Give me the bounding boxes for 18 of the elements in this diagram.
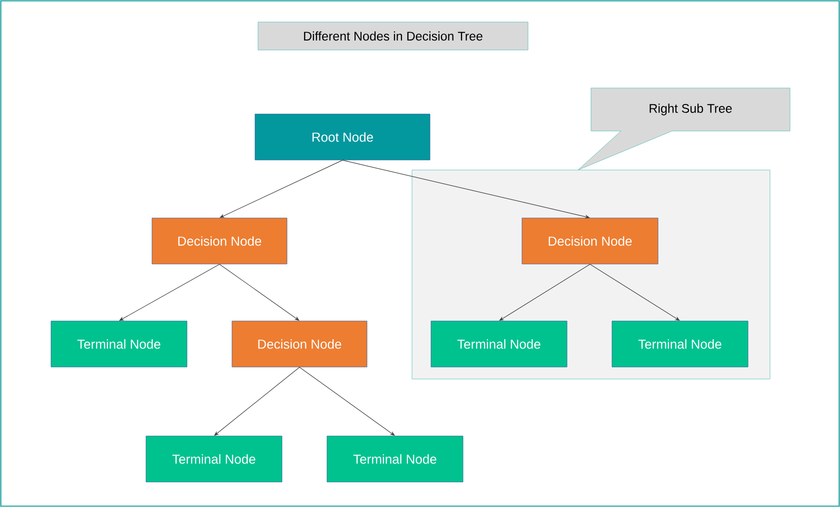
arrow bbox=[219, 264, 300, 321]
terminal-node-box: Terminal Node bbox=[430, 320, 568, 368]
arrow bbox=[119, 264, 220, 321]
title-box: Different Nodes in Decision Tree bbox=[258, 22, 528, 50]
arrow bbox=[590, 264, 680, 321]
arrow bbox=[214, 366, 300, 436]
decision-node-box: Decision Node bbox=[522, 218, 658, 264]
decision-node-box: Decision Node bbox=[152, 218, 288, 264]
root-node-box: Root Node bbox=[254, 114, 430, 160]
terminal-node-box: Terminal Node bbox=[50, 320, 188, 368]
terminal-node-box: Terminal Node bbox=[612, 320, 748, 368]
terminal-node-box: Terminal Node bbox=[326, 436, 464, 482]
arrow bbox=[299, 366, 395, 436]
decision-node-box: Decision Node bbox=[232, 320, 368, 368]
terminal-node-box: Terminal Node bbox=[146, 436, 282, 482]
arrow bbox=[220, 160, 343, 218]
arrow bbox=[499, 264, 590, 321]
callout-box: Right Sub Tree bbox=[578, 88, 790, 170]
